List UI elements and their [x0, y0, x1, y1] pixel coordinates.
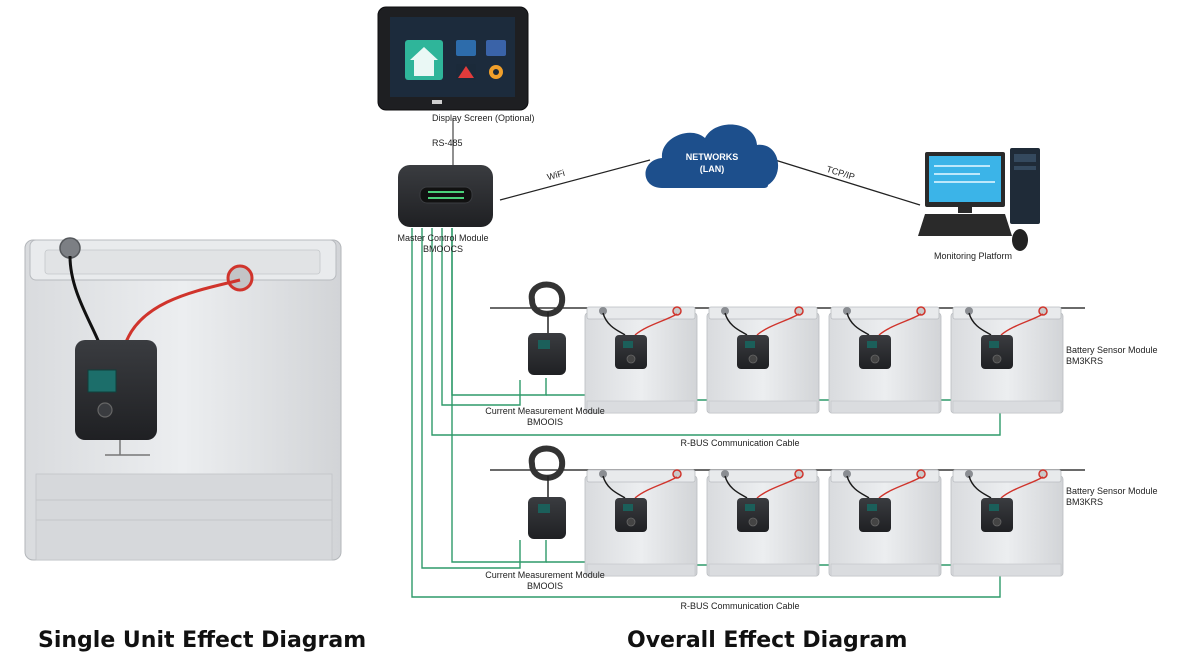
battery-sensor-label-row2: Battery Sensor Module BM3KRS: [1066, 486, 1158, 507]
display-screen-device: [377, 6, 529, 111]
current-clamp-1: [528, 281, 566, 317]
warning-icon: [458, 66, 474, 78]
current-measurement-module-1: [528, 333, 566, 375]
single-unit-battery-illustration: [24, 237, 342, 561]
rbus-label-row2: R-BUS Communication Cable: [680, 601, 800, 611]
cloud-icon: NETWORKS (LAN): [645, 124, 779, 188]
battery-row-1: [490, 281, 1085, 414]
computer-icon: [918, 148, 1040, 251]
current-measurement-module-2: [528, 497, 566, 539]
monitoring-platform-label: Monitoring Platform: [934, 251, 1013, 261]
current-module-label-row1: Current Measurement Module BMOOIS: [485, 406, 605, 427]
battery-sensor-label-row1: Battery Sensor Module BM3KRS: [1066, 345, 1158, 366]
current-module-label-row2: Current Measurement Module BMOOIS: [485, 570, 605, 591]
rs485-label: RS-485: [432, 138, 463, 148]
single-unit-title: Single Unit Effect Diagram: [38, 628, 367, 653]
master-control-label: Master Control Module BMOOCS: [397, 233, 489, 254]
networks-label-line1: NETWORKS: [686, 152, 739, 162]
current-clamp-2: [528, 445, 566, 481]
positive-terminal-icon: [226, 264, 254, 292]
battery-row-2: [490, 445, 1085, 577]
overall-title: Overall Effect Diagram: [627, 628, 908, 653]
negative-terminal-icon: [59, 237, 81, 259]
networks-label-line2: (LAN): [700, 164, 725, 174]
master-control-module-device: [398, 165, 493, 227]
display-screen-label: Display Screen (Optional): [432, 113, 535, 123]
rbus-label-row1: R-BUS Communication Cable: [680, 438, 800, 448]
